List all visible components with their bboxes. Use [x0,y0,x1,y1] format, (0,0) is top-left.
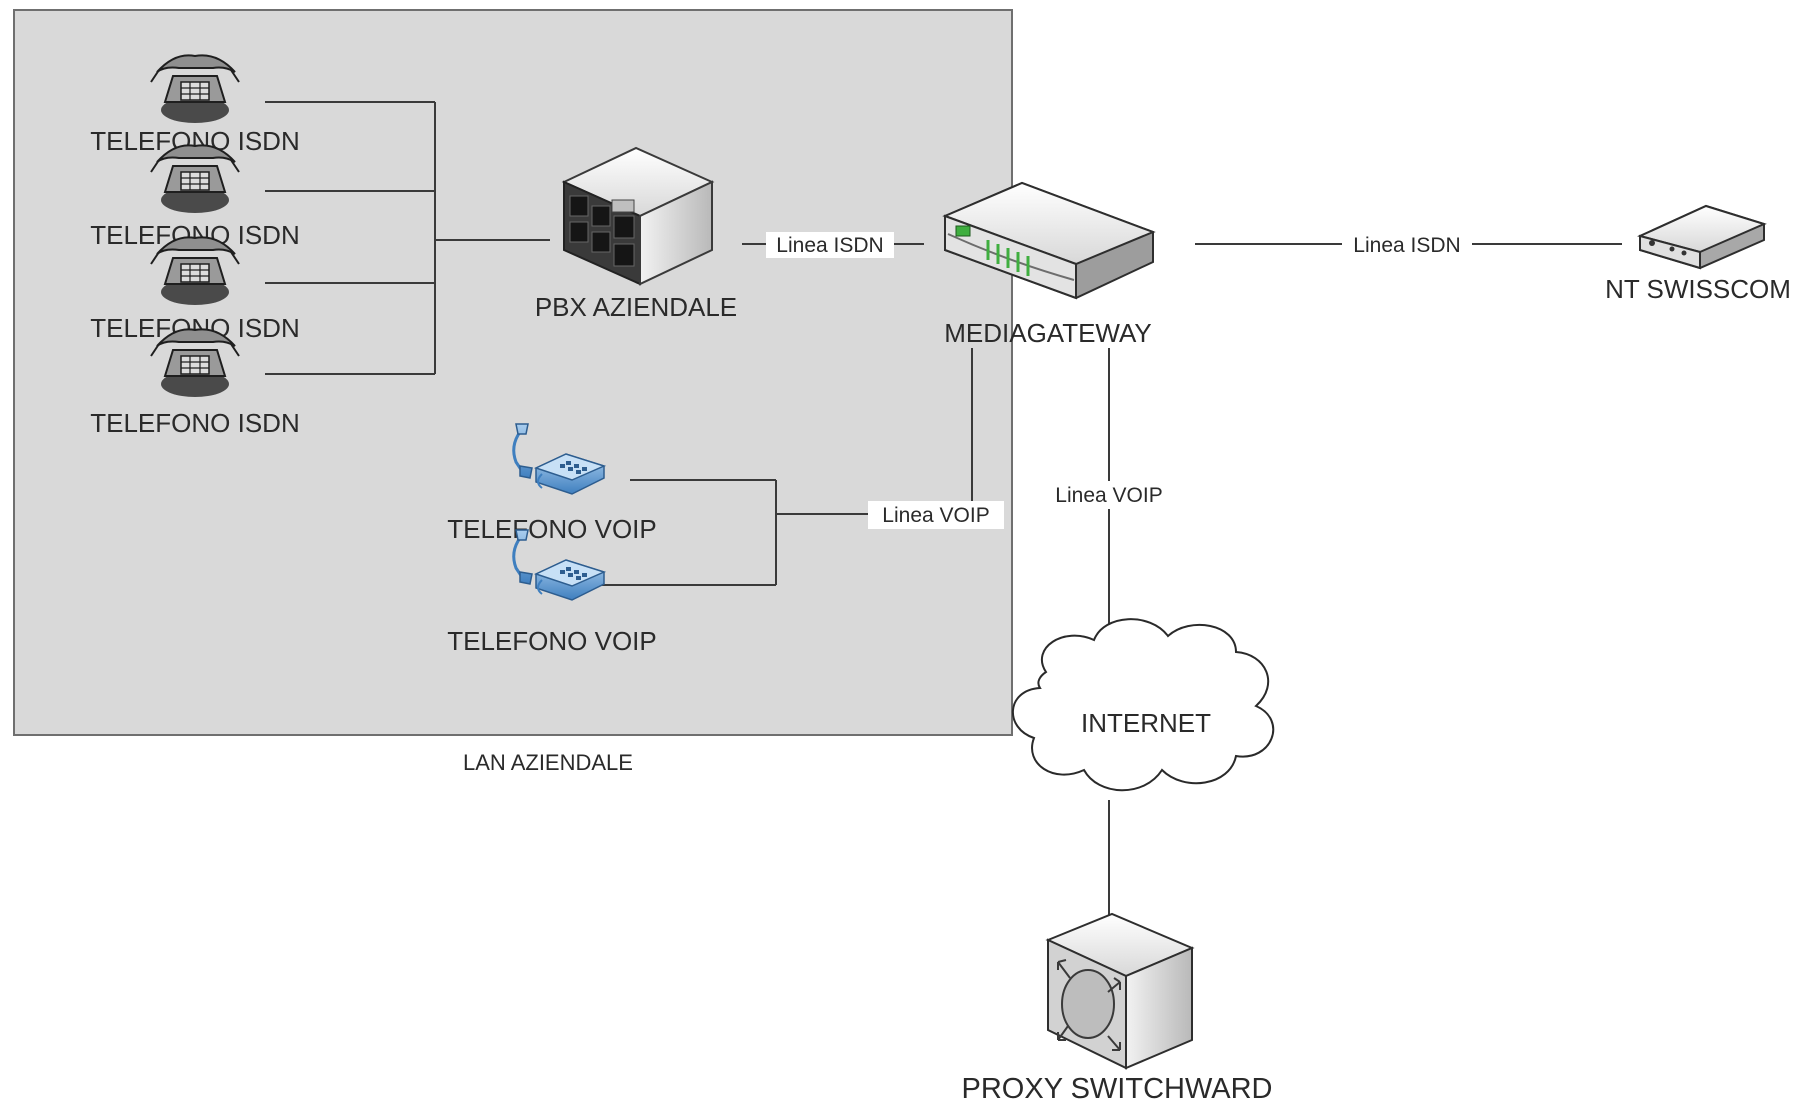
pbx-label: PBX AZIENDALE [535,292,737,322]
nt-node: NT SWISSCOM [1605,204,1791,304]
cloud-icon [1011,618,1275,792]
link-pbx-gateway-label: Linea ISDN [776,234,883,257]
mediagateway-node: MEDIAGATEWAY [942,181,1156,348]
pbx-server-icon [561,146,715,286]
pbx-node: PBX AZIENDALE [535,146,737,322]
isdn-phone-4 [150,328,240,397]
voip-phone-2-label: TELEFONO VOIP [447,626,657,656]
voip-phone-1-label: TELEFONO VOIP [447,514,657,544]
internet-label: INTERNET [1081,708,1211,738]
link-gateway-internet-label: Linea VOIP [1055,484,1162,507]
internet-node: INTERNET [1011,618,1275,792]
voip-phone-1 [512,423,607,495]
nt-label: NT SWISSCOM [1605,274,1791,304]
proxy-label: PROXY SWITCHWARD [962,1073,1273,1104]
voip-phone-icon [512,423,607,495]
isdn-phone-2 [150,144,240,213]
isdn-phone-1 [150,54,240,123]
mediagateway-label: MEDIAGATEWAY [944,318,1152,348]
voip-bus [594,348,973,586]
link-voip-gateway-label: Linea VOIP [882,504,989,527]
isdn-phone-icon [150,328,240,397]
voip-phone-2 [512,529,607,601]
isdn-phone-icon [150,54,240,123]
isdn-phone-icon [150,144,240,213]
lan-label: LAN AZIENDALE [463,750,633,775]
isdn-phone-3 [150,236,240,305]
link-gateway-nt-label: Linea ISDN [1353,234,1460,257]
nt-device-icon [1637,204,1767,270]
isdn-phone-4-label: TELEFONO ISDN [90,408,299,438]
media-gateway-icon [942,181,1156,300]
voip-phone-icon [512,529,607,601]
isdn-bus [265,101,550,375]
proxy-switch-icon [1045,912,1195,1070]
proxy-node: PROXY SWITCHWARD [962,912,1273,1104]
isdn-phone-icon [150,236,240,305]
